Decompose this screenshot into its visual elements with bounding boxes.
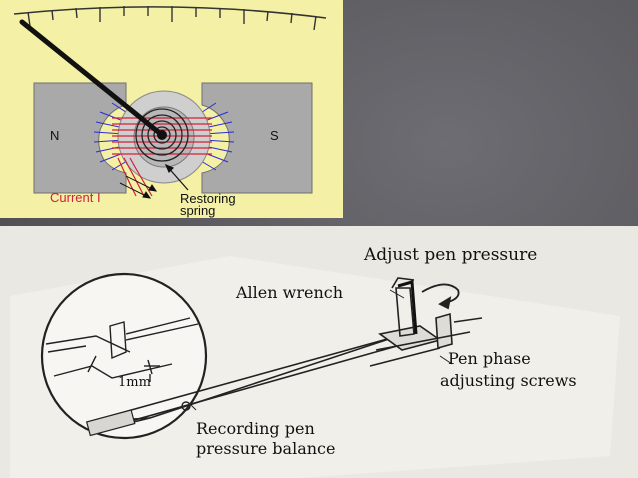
recording-pen-label-line2: pressure balance xyxy=(196,439,335,458)
allen-wrench-label: Allen wrench xyxy=(235,283,343,302)
pole-south-label: S xyxy=(270,128,279,143)
rotation-arrow-icon xyxy=(421,283,460,310)
pen-mechanism xyxy=(369,277,483,367)
galvanometer-diagram: N S Current I Restoring spring xyxy=(0,0,343,218)
magnifier-detail-lines xyxy=(45,317,199,382)
pole-north-label: N xyxy=(50,128,59,143)
recorder-pen-drawing: 1mm xyxy=(10,245,620,478)
coil-winding xyxy=(112,117,212,155)
current-arrow-icon xyxy=(119,175,158,199)
meter-scale-ticks xyxy=(27,6,317,31)
spring-pointer-arrow-icon xyxy=(164,163,189,191)
meter-scale-arc xyxy=(13,6,327,19)
magnet-south-pole xyxy=(201,82,313,194)
current-label: Current I xyxy=(50,190,101,205)
pen-phase-label-line2: adjusting screws xyxy=(440,371,577,390)
recorder-pen-diagram: 1mm xyxy=(0,226,638,478)
spring-label-line2: spring xyxy=(180,203,215,218)
leader-lines xyxy=(189,289,453,411)
recording-pen-label-line1: Recording pen xyxy=(196,419,315,438)
magnet-north-pole xyxy=(33,82,127,194)
restoring-spring xyxy=(135,108,189,162)
allen-wrench-icon xyxy=(397,280,418,335)
magnifier-detail-circle xyxy=(40,272,208,440)
adjust-pen-pressure-label: Adjust pen pressure xyxy=(363,245,537,265)
pen-balance-pivot xyxy=(181,401,191,411)
spring-label-line1: Restoring xyxy=(180,191,236,206)
pen-arm xyxy=(87,335,405,433)
pointer-pivot xyxy=(157,130,167,140)
pen-phase-label-line1: Pen phase xyxy=(448,349,531,368)
meter-pointer xyxy=(19,19,165,138)
pen-tip xyxy=(85,409,136,437)
dimension-label: 1mm xyxy=(118,375,151,390)
galvanometer-drawing: N S Current I Restoring spring xyxy=(13,6,327,218)
